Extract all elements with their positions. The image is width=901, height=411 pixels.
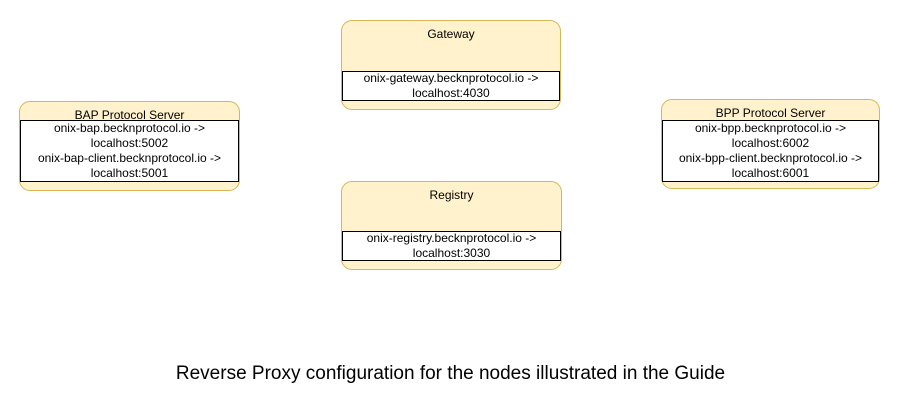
proxy-mapping-box: onix-bap.becknprotocol.io -> localhost:5… — [20, 120, 239, 182]
proxy-mapping-line: onix-bpp-client.becknprotocol.io -> — [678, 151, 863, 165]
proxy-mapping-box: onix-bpp.becknprotocol.io -> localhost:6… — [662, 120, 879, 182]
proxy-mapping-line: onix-bpp.becknprotocol.io -> — [694, 121, 847, 135]
node-title: Gateway — [427, 27, 475, 41]
proxy-mapping-line: onix-bap-client.becknprotocol.io -> — [37, 151, 222, 165]
diagram-caption: Reverse Proxy configuration for the node… — [175, 363, 726, 384]
proxy-mapping-line: onix-bap.becknprotocol.io -> — [53, 121, 206, 135]
proxy-mapping-line: localhost:6002 — [731, 136, 810, 150]
node-title: Registry — [429, 188, 474, 202]
node-bap-protocol-server: BAP Protocol Server onix-bap.becknprotoc… — [19, 101, 240, 191]
proxy-mapping-line: localhost:5001 — [90, 166, 169, 180]
node-title: BPP Protocol Server — [715, 106, 826, 120]
proxy-mapping-line: onix-gateway.becknprotocol.io -> — [363, 71, 539, 85]
node-bpp-protocol-server: BPP Protocol Server onix-bpp.becknprotoc… — [661, 99, 880, 189]
proxy-mapping-line: localhost:3030 — [412, 246, 491, 260]
proxy-mapping-line: localhost:6001 — [731, 166, 810, 180]
proxy-mapping-line: onix-registry.becknprotocol.io -> — [366, 231, 537, 245]
proxy-mapping-line: localhost:4030 — [412, 86, 490, 100]
node-gateway: Gateway onix-gateway.becknprotocol.io ->… — [341, 20, 561, 110]
node-registry: Registry onix-registry.becknprotocol.io … — [341, 181, 562, 270]
node-title: BAP Protocol Server — [74, 108, 185, 122]
proxy-mapping-line: localhost:5002 — [90, 136, 169, 150]
proxy-mapping-box: onix-gateway.becknprotocol.io -> localho… — [342, 71, 560, 101]
proxy-mapping-box: onix-registry.becknprotocol.io -> localh… — [342, 231, 561, 261]
